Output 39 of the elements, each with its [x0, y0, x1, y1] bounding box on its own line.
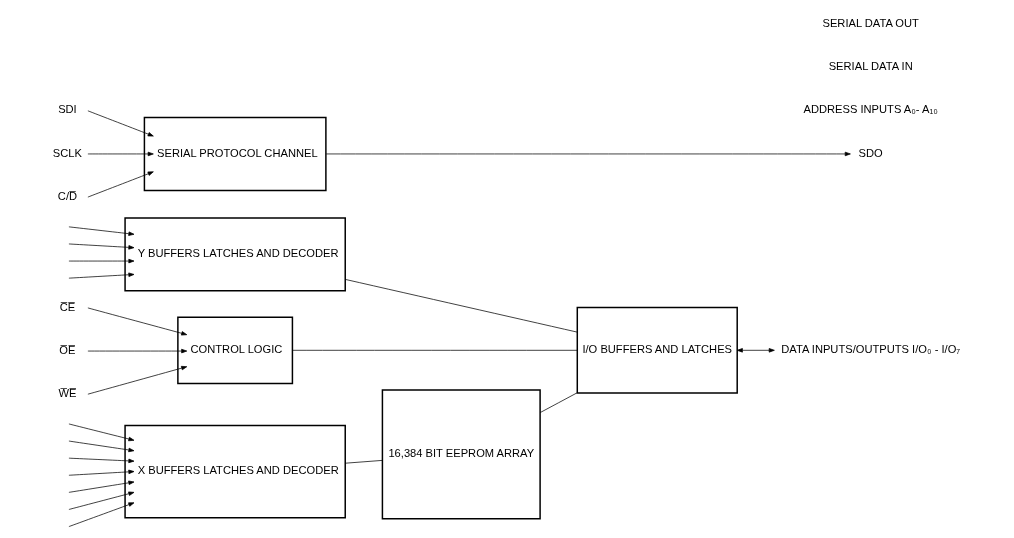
arrow	[68, 502, 135, 527]
node-text: SDI	[58, 103, 77, 116]
node-box: Y BUFFERS LATCHES AND DECODER	[124, 217, 346, 292]
arrow	[87, 307, 188, 336]
node-box: I/O BUFFERS AND LATCHES	[576, 306, 738, 394]
connector	[344, 460, 383, 464]
arrow	[87, 348, 188, 354]
connector	[345, 279, 578, 333]
arrow	[68, 480, 135, 493]
arrow	[87, 151, 154, 157]
arrow	[68, 272, 135, 279]
arrow	[68, 226, 135, 236]
node-text: SDO	[858, 146, 883, 159]
node-text: DATA INPUTS/OUTPUTS I/O₀ - I/O₇	[781, 342, 961, 355]
connector	[539, 392, 578, 413]
arrow	[736, 348, 775, 353]
arrow	[68, 469, 135, 476]
node-text: C/D̅	[57, 189, 78, 202]
node-text: O̅E̅	[59, 343, 76, 356]
node-text: C̅E̅	[59, 300, 76, 313]
arrow	[68, 423, 135, 442]
arrow	[68, 243, 135, 250]
node-text: W̅E̅	[58, 386, 77, 399]
label: SERIAL DATA IN	[828, 60, 913, 73]
node-text: SCLK	[52, 146, 82, 159]
node-box: X BUFFERS LATCHES AND DECODER	[124, 424, 346, 519]
connector	[292, 349, 578, 351]
arrow	[325, 151, 851, 157]
arrow	[68, 491, 135, 510]
arrow	[87, 110, 154, 137]
node-box: 16,384 BIT EEPROM ARRAY	[381, 389, 541, 520]
arrow	[68, 440, 135, 453]
arrow	[87, 171, 154, 198]
arrow	[87, 365, 188, 395]
node-box: SERIAL PROTOCOL CHANNEL	[143, 116, 327, 192]
arrow	[68, 457, 135, 464]
arrow	[68, 258, 135, 264]
label: SERIAL DATA OUT	[822, 17, 919, 30]
label: ADDRESS INPUTS A₀- A₁₀	[803, 103, 938, 116]
